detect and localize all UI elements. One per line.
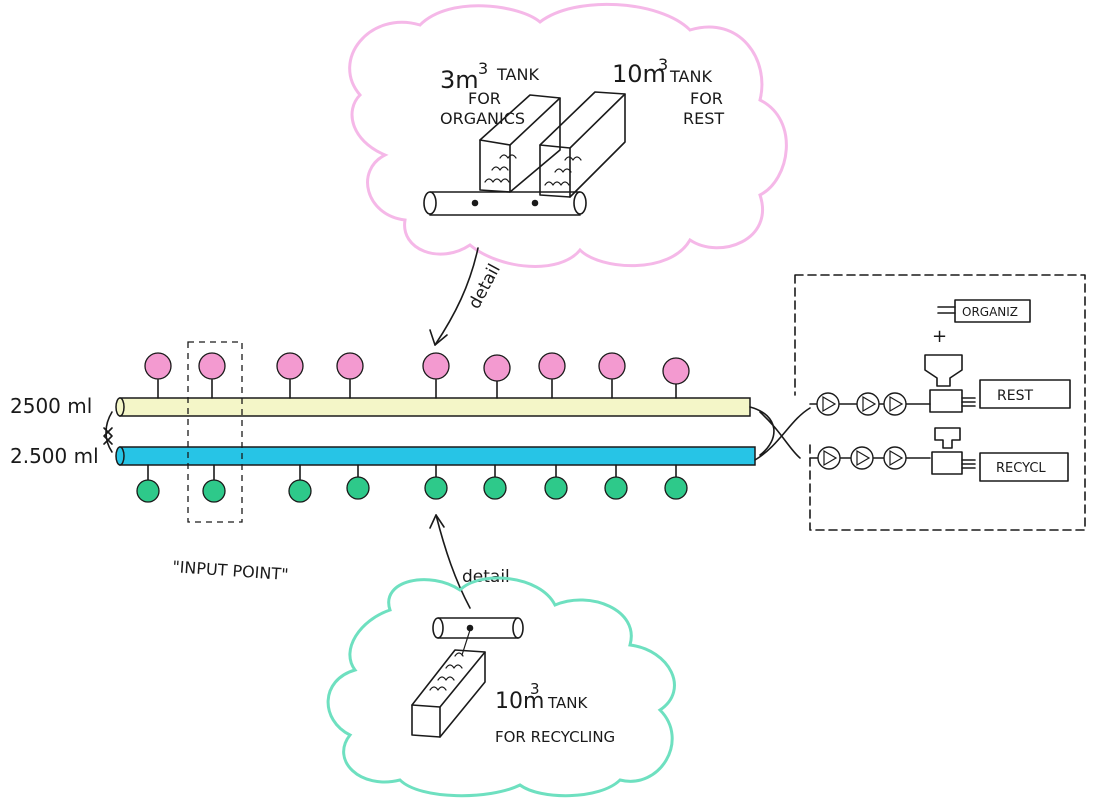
top-cloud: 3m 3 TANK FOR ORGANICS 10m 3 TANK FOR RE… (348, 2, 788, 268)
organic-output-label: ORGANIZ (962, 305, 1018, 319)
rest-tank-for: FOR (690, 89, 723, 108)
recycle-compactor (931, 427, 976, 475)
green-inlet (483, 464, 507, 500)
pink-inlet (662, 357, 690, 399)
pink-inlet (538, 352, 566, 399)
recycle-output-box (979, 452, 1069, 482)
top-pipe-end (115, 397, 125, 417)
green-inlet (544, 464, 568, 500)
rest-tank-volume: 10m (612, 60, 666, 88)
rest-tank-what: REST (683, 109, 724, 128)
pink-inlet (483, 354, 511, 399)
organics-tank-word: TANK (496, 65, 539, 84)
recycle-output-label: RECYCL (996, 461, 1046, 476)
rest-tank (539, 91, 626, 198)
input-point-label: "INPUT POINT" (172, 557, 289, 584)
recycling-tank-for: FOR RECYCLING (495, 728, 615, 746)
organics-tank-for: FOR (468, 89, 501, 108)
detail-arrow-bottom: detail (429, 514, 510, 609)
rest-pump-line (809, 392, 931, 416)
plus-sign: + (932, 326, 947, 347)
bottom-pipe-label: 2.500 ml (10, 444, 99, 468)
pipe-system: 2500 ml 2.500 ml (10, 394, 811, 468)
pink-inlets (144, 352, 690, 399)
pink-inlet (598, 352, 626, 399)
recycling-tank-volume-sup: 3 (530, 680, 540, 698)
organics-tank-volume-sup: 3 (478, 59, 488, 78)
green-inlets (136, 464, 688, 503)
green-inlet (604, 464, 628, 500)
green-inlet (346, 464, 370, 500)
recycling-tank (411, 629, 486, 738)
recycle-pump-line (809, 446, 931, 470)
machine-room: ORGANIZ + REST (794, 274, 1086, 531)
green-inlet (288, 464, 312, 503)
top-pipe-label: 2500 ml (10, 394, 92, 418)
detail-pipe (423, 191, 587, 216)
rest-output-box (979, 379, 1071, 409)
pink-inlet (336, 352, 364, 399)
top-cloud-outline (348, 2, 788, 268)
valve-icon (103, 427, 113, 445)
pink-inlet (276, 352, 304, 399)
rest-tank-volume-sup: 3 (658, 55, 668, 74)
rest-tank-word: TANK (669, 67, 712, 86)
rest-output-label: REST (997, 388, 1033, 404)
rest-compactor (924, 354, 976, 413)
recycling-tank-volume: 10m (495, 689, 544, 714)
recycling-tank-word: TANK (547, 694, 588, 712)
top-pipe (119, 397, 751, 417)
green-inlet (664, 464, 688, 500)
organics-tank-what: ORGANICS (440, 109, 525, 128)
green-inlet (424, 464, 448, 500)
recycling-detail-pipe (432, 617, 524, 639)
input-point-box (187, 341, 243, 523)
detail-arrow-top: detail (429, 247, 505, 346)
bottom-cloud: 10m 3 TANK FOR RECYCLING (326, 576, 676, 798)
pipe-crossing (749, 406, 811, 461)
green-inlet (136, 464, 160, 503)
bottom-pipe (119, 446, 756, 466)
pink-inlet (144, 352, 172, 399)
organics-tank-volume: 3m (440, 66, 479, 94)
pink-inlet (198, 352, 226, 399)
bottom-pipe-end (115, 446, 125, 466)
detail-top-label: detail (465, 261, 505, 313)
bottom-cloud-outline (326, 576, 676, 798)
pink-inlet (422, 352, 450, 399)
organics-tank (479, 94, 561, 193)
green-inlet (202, 464, 226, 503)
organic-output-box (954, 299, 1031, 323)
pipe-connector (105, 411, 113, 453)
